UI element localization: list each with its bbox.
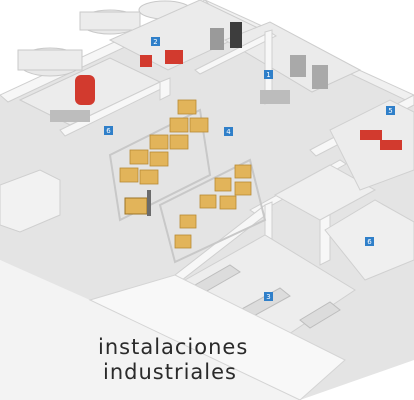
zone-badge: 1 — [264, 70, 273, 79]
zone-badge: 2 — [151, 37, 160, 46]
caption-line-2: industriales — [103, 360, 237, 384]
zone-label: 2 — [153, 38, 157, 46]
zone-label: 1 — [266, 71, 270, 79]
machines — [50, 22, 402, 150]
office-room-1 — [273, 164, 377, 221]
zone-badge: 6 — [365, 237, 374, 246]
zone-badge: 4 — [224, 127, 233, 136]
zone-label: 6 — [367, 238, 372, 246]
forklift — [124, 190, 151, 216]
zone-label: 4 — [226, 128, 231, 136]
room-lab-right — [329, 99, 414, 191]
zone-badge: 6 — [104, 126, 113, 135]
caption-line-1: instalaciones — [98, 335, 249, 359]
foreground-floor — [0, 260, 300, 400]
warehouse-racks — [108, 99, 267, 264]
zone-label: 5 — [388, 107, 392, 115]
zone-badges: 1 2 3 4 5 6 6 — [104, 37, 395, 301]
zone-label: 6 — [106, 127, 111, 135]
zone-badge: 5 — [386, 106, 395, 115]
zone-badge: 3 — [264, 292, 273, 301]
foreground-wall — [88, 274, 346, 400]
zone-label: 3 — [266, 293, 270, 301]
truck — [0, 169, 61, 233]
